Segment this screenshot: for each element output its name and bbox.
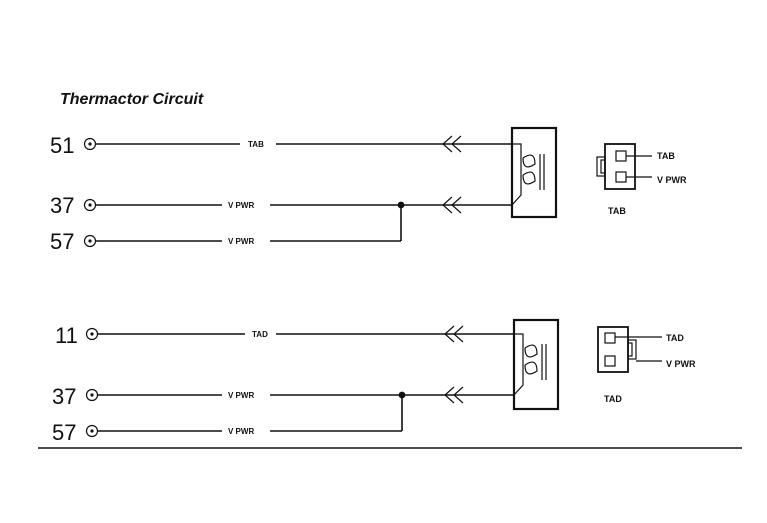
pin-label: 11 — [55, 323, 78, 348]
connector-face-tad: TAD V PWR TAD — [597, 326, 696, 404]
pin-terminal-icon — [85, 424, 99, 438]
circuit-tad: 11 TAD 37 V PWR 57 V PWR — [52, 318, 696, 445]
terminal-label: TAD — [666, 333, 684, 343]
connector-name: TAD — [604, 394, 622, 404]
pin-terminal-icon — [83, 198, 97, 212]
terminal-label: TAB — [657, 151, 675, 161]
pin-terminal-icon — [83, 137, 97, 151]
connector-chevron-icon — [442, 135, 462, 153]
pin-terminal-icon — [85, 388, 99, 402]
pin-label: 51 — [50, 133, 74, 158]
solenoid-component — [510, 126, 558, 219]
pin-label: 37 — [50, 193, 74, 218]
connector-chevron-icon — [444, 325, 464, 343]
connector-chevron-icon — [442, 196, 462, 214]
pin-label: 37 — [52, 384, 76, 409]
coil-icon — [524, 344, 538, 375]
circuit-tab: 51 TAB 37 V PWR 57 V PWR — [50, 126, 687, 254]
wire-label: V PWR — [228, 201, 254, 210]
pin-terminal-icon — [85, 327, 99, 341]
wire-label: V PWR — [228, 391, 254, 400]
terminal-label: V PWR — [666, 359, 696, 369]
diagram-title: Thermactor Circuit — [60, 91, 204, 108]
connector-chevron-icon — [444, 386, 464, 404]
coil-icon — [522, 154, 536, 185]
wire-label: V PWR — [228, 427, 254, 436]
wire-label: TAB — [248, 140, 264, 149]
connector-face-tab: TAB V PWR TAB — [596, 143, 687, 216]
terminal-label: V PWR — [657, 175, 687, 185]
wire-label: TAD — [252, 330, 268, 339]
solenoid-component — [512, 318, 560, 411]
connector-name: TAB — [608, 206, 626, 216]
wire-label: V PWR — [228, 237, 254, 246]
pin-terminal-icon — [83, 234, 97, 248]
pin-label: 57 — [50, 229, 74, 254]
pin-label: 57 — [52, 420, 76, 445]
